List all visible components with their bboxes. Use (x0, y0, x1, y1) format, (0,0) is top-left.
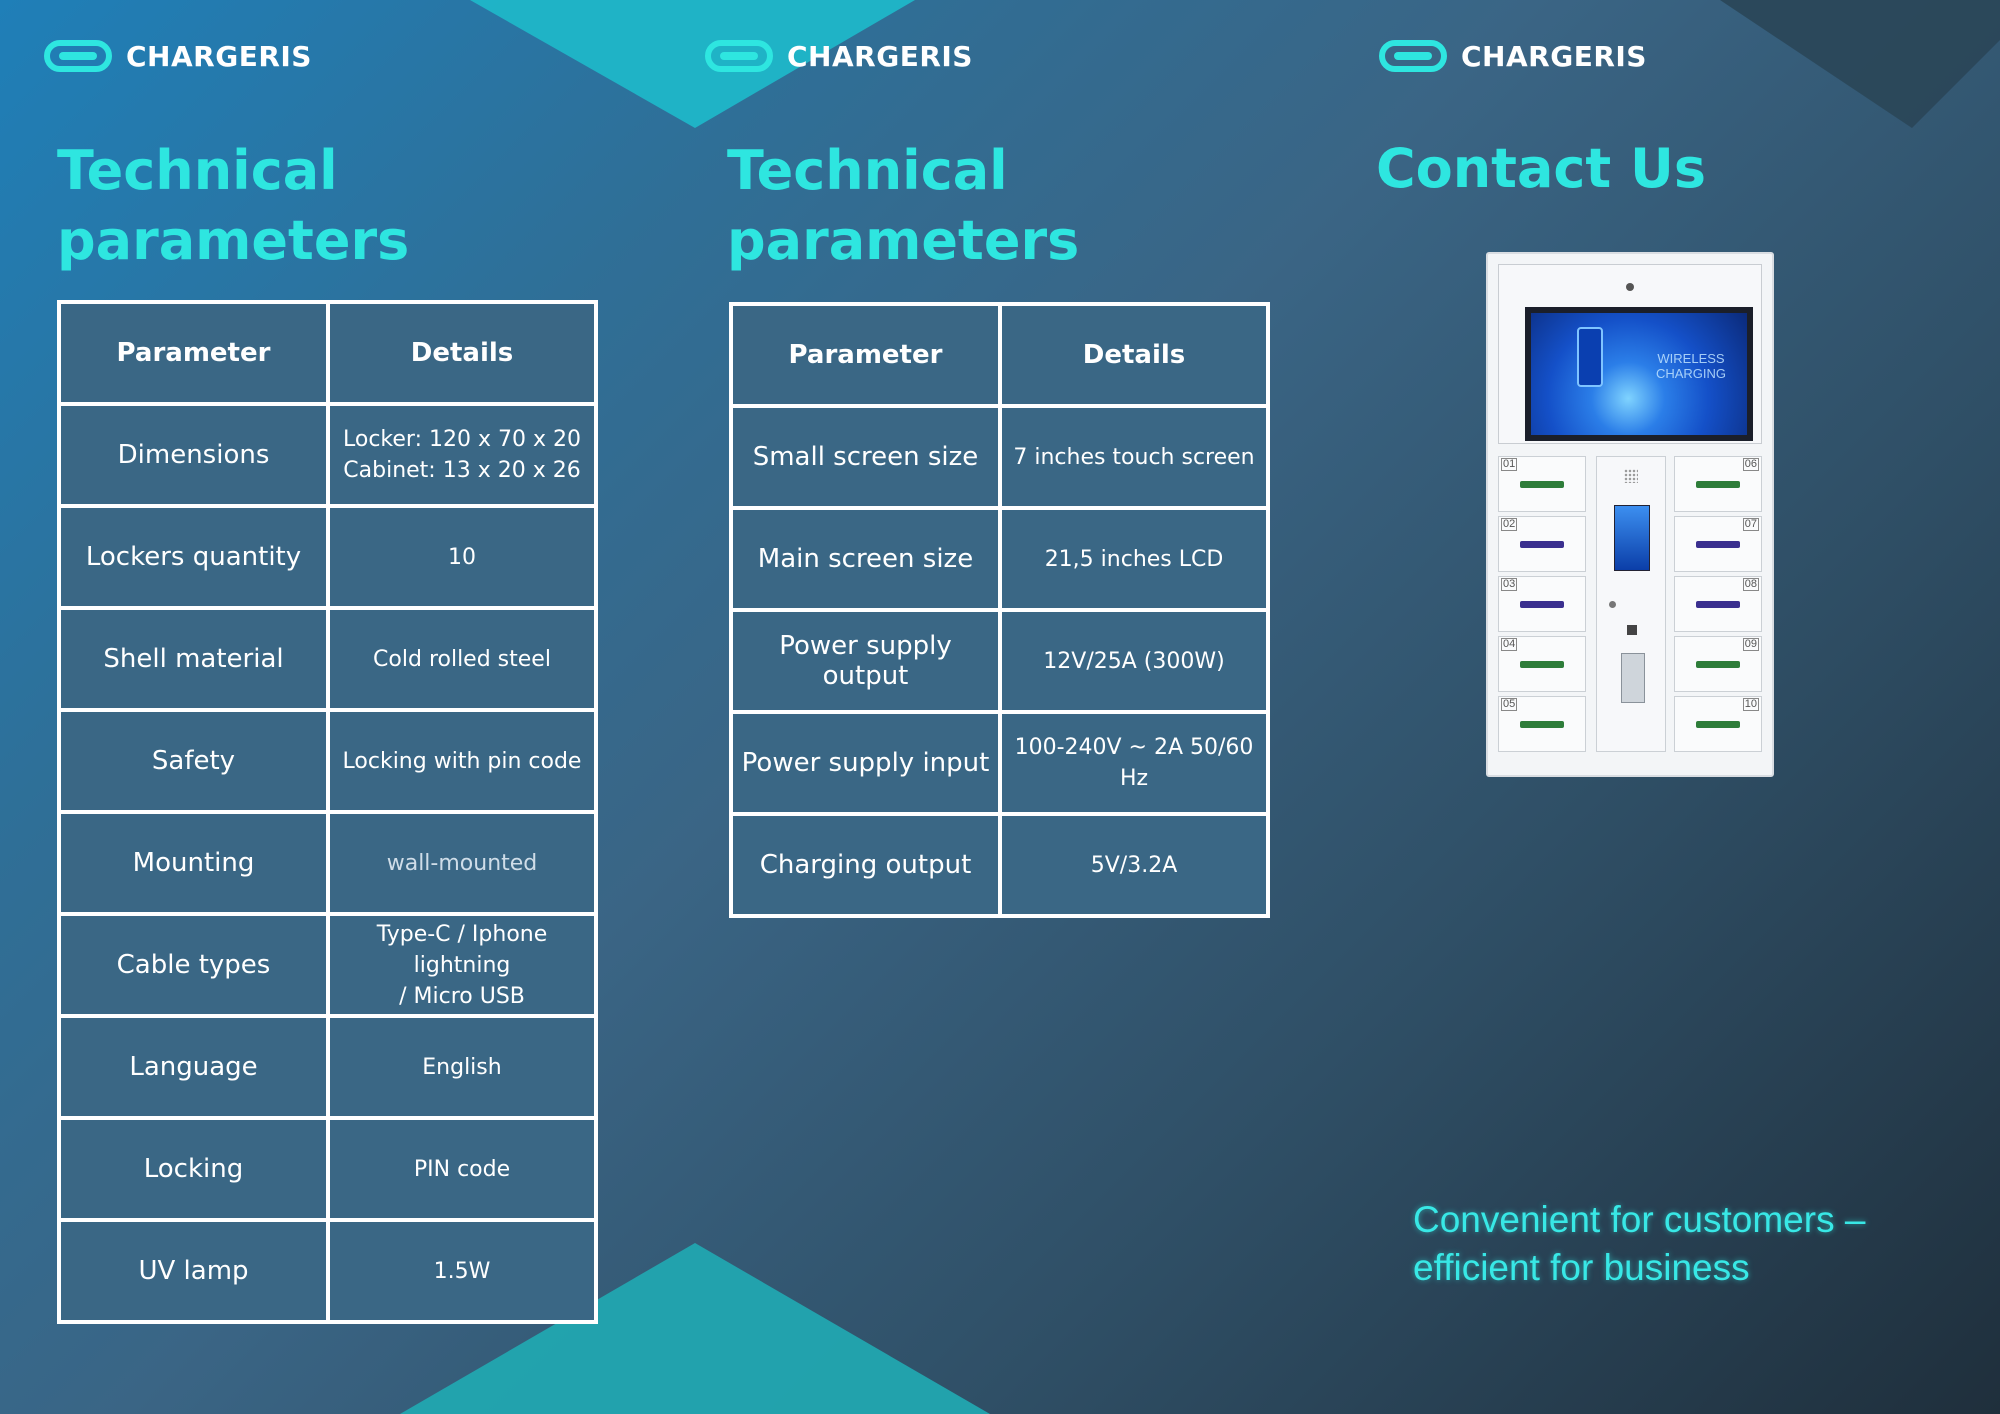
table-row: Safety Locking with pin code (61, 712, 594, 810)
table-row: Power supply output 12V/25A (300W) (733, 612, 1266, 710)
sensor-icon (1627, 625, 1637, 635)
parameter-cell: Shell material (61, 610, 326, 708)
parameter-cell: Locking (61, 1120, 326, 1218)
locker-door: 07 (1674, 516, 1762, 572)
parameter-cell: Charging output (733, 816, 998, 914)
parameter-cell: Power supply input (733, 714, 998, 812)
locker-door: 08 (1674, 576, 1762, 632)
battery-logo-icon (705, 40, 773, 72)
details-cell: wall-mounted (330, 814, 594, 912)
screen-text: WIRELESS CHARGING (1655, 351, 1727, 381)
table-row: Cable types Type-C / Iphone lightning/ M… (61, 916, 594, 1014)
brand-logo-2: CHARGERIS (705, 34, 973, 78)
parameter-cell: Language (61, 1018, 326, 1116)
panel1-parameters-table: Parameter Details Dimensions Locker: 120… (57, 300, 598, 1324)
locker-door: 09 (1674, 636, 1762, 692)
phone-icon (1577, 327, 1603, 387)
header-parameter: Parameter (733, 306, 998, 404)
parameter-cell: Small screen size (733, 408, 998, 506)
details-cell: 12V/25A (300W) (1002, 612, 1266, 710)
panel2-title: Technical parameters (727, 136, 1079, 276)
table-row: Shell material Cold rolled steel (61, 610, 594, 708)
locker-door: 03 (1498, 576, 1586, 632)
panel1-title-line2: parameters (57, 209, 410, 272)
tagline-line2: efficient for business (1413, 1247, 1750, 1288)
locker-door: 06 (1674, 456, 1762, 512)
parameter-cell: Power supply output (733, 612, 998, 710)
table-row: Power supply input 100-240V ~ 2A 50/60 H… (733, 714, 1266, 812)
indicator-light (1609, 601, 1616, 608)
brand-name: CHARGERIS (1461, 39, 1647, 73)
speaker-icon (1624, 469, 1638, 483)
parameter-cell: UV lamp (61, 1222, 326, 1320)
details-cell: English (330, 1018, 594, 1116)
bottom-teal-triangle (400, 1243, 990, 1414)
header-details: Details (1002, 306, 1266, 404)
details-cell: 10 (330, 508, 594, 606)
details-cell: Cold rolled steel (330, 610, 594, 708)
payment-module (1621, 653, 1645, 703)
panel1-title-line1: Technical (57, 139, 338, 202)
table-row: Lockers quantity 10 (61, 508, 594, 606)
panel1-title: Technical parameters (57, 136, 409, 276)
parameter-cell: Cable types (61, 916, 326, 1014)
battery-logo-icon (44, 40, 112, 72)
locker-door: 01 (1498, 456, 1586, 512)
parameter-cell: Safety (61, 712, 326, 810)
left-locker-column: 01 02 03 04 05 (1498, 456, 1590, 756)
parameter-cell: Main screen size (733, 510, 998, 608)
brand-name: CHARGERIS (787, 39, 973, 73)
charging-locker-kiosk-image: WIRELESS CHARGING 01 02 03 04 05 06 07 0… (1486, 252, 1774, 777)
contact-us-title: Contact Us (1376, 137, 1707, 200)
details-cell: 5V/3.2A (1002, 816, 1266, 914)
top-left-teal-triangle (470, 0, 915, 128)
details-cell: Type-C / Iphone lightning/ Micro USB (330, 916, 594, 1014)
parameter-cell: Mounting (61, 814, 326, 912)
locker-door: 04 (1498, 636, 1586, 692)
camera-icon (1626, 283, 1634, 291)
table-row: Main screen size 21,5 inches LCD (733, 510, 1266, 608)
kiosk-main-screen: WIRELESS CHARGING (1525, 307, 1753, 441)
header-parameter: Parameter (61, 304, 326, 402)
details-cell: 1.5W (330, 1222, 594, 1320)
locker-door: 02 (1498, 516, 1586, 572)
locker-door: 10 (1674, 696, 1762, 752)
panel2-parameters-table: Parameter Details Small screen size 7 in… (729, 302, 1270, 918)
parameter-cell: Dimensions (61, 406, 326, 504)
brand-name: CHARGERIS (126, 39, 312, 73)
small-touch-screen (1614, 505, 1650, 571)
header-details: Details (330, 304, 594, 402)
details-cell: 21,5 inches LCD (1002, 510, 1266, 608)
locker-door: 05 (1498, 696, 1586, 752)
table-row: UV lamp 1.5W (61, 1222, 594, 1320)
kiosk-top-panel: WIRELESS CHARGING (1498, 264, 1762, 444)
brand-logo-3: CHARGERIS (1379, 34, 1647, 78)
panel2-title-line1: Technical (727, 139, 1008, 202)
tagline-line1: Convenient for customers – (1413, 1199, 1866, 1240)
tagline: Convenient for customers – efficient for… (1413, 1196, 1933, 1292)
kiosk-control-panel (1596, 456, 1666, 752)
battery-logo-icon (1379, 40, 1447, 72)
table-row: Mounting wall-mounted (61, 814, 594, 912)
details-cell: 7 inches touch screen (1002, 408, 1266, 506)
top-right-dark-triangle (1720, 0, 2000, 128)
right-locker-column: 06 07 08 09 10 (1674, 456, 1766, 756)
brand-logo-1: CHARGERIS (44, 34, 312, 78)
details-cell: Locking with pin code (330, 712, 594, 810)
panel2-title-line2: parameters (727, 209, 1080, 272)
details-cell: PIN code (330, 1120, 594, 1218)
details-cell: 100-240V ~ 2A 50/60 Hz (1002, 714, 1266, 812)
table-row: Charging output 5V/3.2A (733, 816, 1266, 914)
table-row: Locking PIN code (61, 1120, 594, 1218)
parameter-cell: Lockers quantity (61, 508, 326, 606)
table-row: Small screen size 7 inches touch screen (733, 408, 1266, 506)
table-row: Language English (61, 1018, 594, 1116)
